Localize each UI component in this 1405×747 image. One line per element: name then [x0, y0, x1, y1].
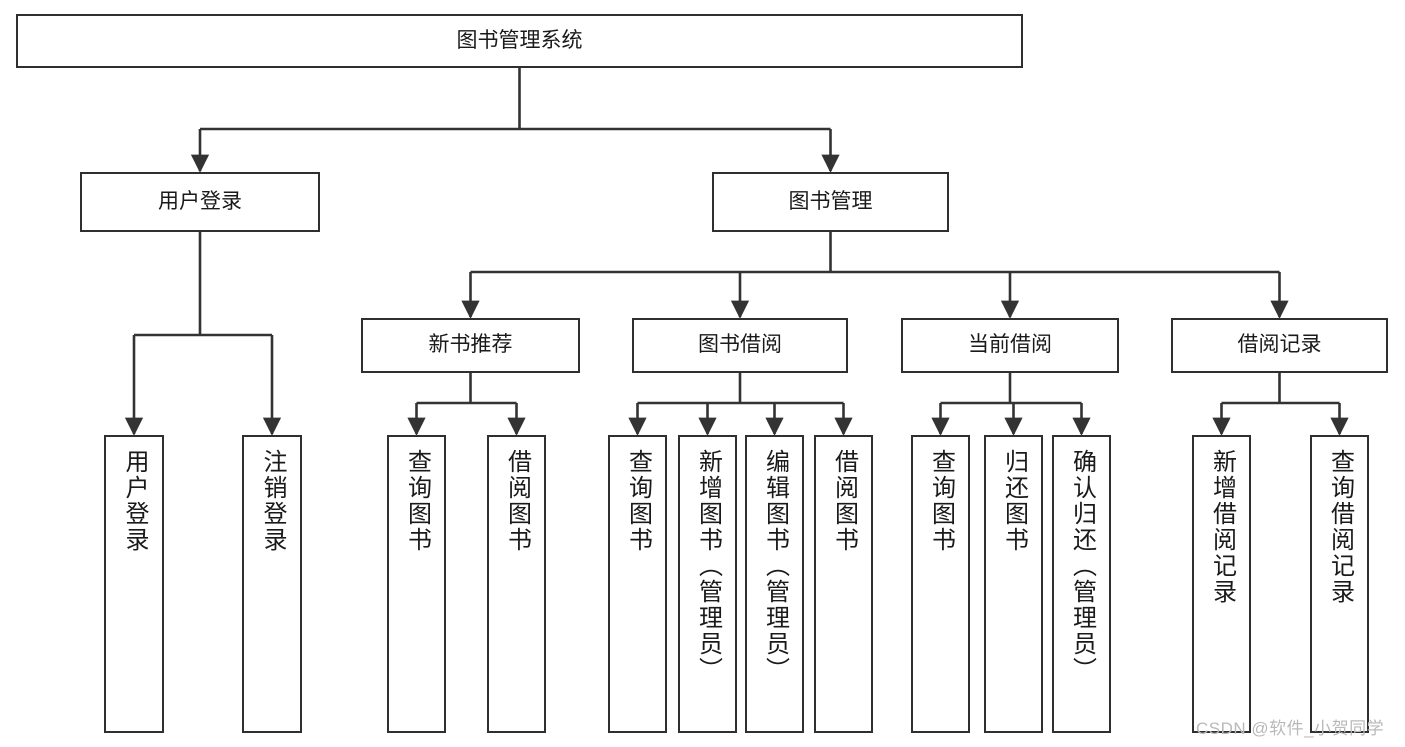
- node-label: 查询图书: [624, 449, 652, 553]
- node-label: 新增借阅记录: [1208, 449, 1236, 605]
- node-leaf-logout[interactable]: 注销登录: [242, 435, 302, 733]
- node-label: 借阅图书: [830, 449, 858, 553]
- node-leaf-borrow-book-2[interactable]: 借阅图书: [814, 435, 873, 733]
- node-label: 查询图书: [927, 449, 955, 553]
- node-label: 编辑图书（管理员）: [761, 449, 789, 683]
- node-leaf-user-login[interactable]: 用户登录: [104, 435, 164, 733]
- node-label: 查询图书: [403, 449, 431, 553]
- node-new-book-recommend[interactable]: 新书推荐: [361, 318, 580, 373]
- node-leaf-add-book[interactable]: 新增图书（管理员）: [678, 435, 737, 733]
- node-label: 新书推荐: [428, 333, 513, 357]
- node-label: 用户登录: [121, 449, 148, 553]
- node-label: 归还图书: [1000, 449, 1028, 553]
- node-leaf-query-book-3[interactable]: 查询图书: [911, 435, 970, 733]
- node-label: 借阅记录: [1237, 333, 1322, 357]
- node-label: 借阅图书: [503, 449, 531, 553]
- node-label: 查询借阅记录: [1326, 449, 1354, 605]
- node-user-login[interactable]: 用户登录: [80, 172, 320, 232]
- node-leaf-query-book-2[interactable]: 查询图书: [608, 435, 667, 733]
- node-book-borrow[interactable]: 图书借阅: [632, 318, 848, 373]
- node-label: 图书管理系统: [456, 28, 583, 52]
- node-leaf-return-book[interactable]: 归还图书: [984, 435, 1043, 733]
- node-leaf-query-book-1[interactable]: 查询图书: [387, 435, 446, 733]
- node-label: 图书借阅: [698, 333, 782, 357]
- node-leaf-edit-book[interactable]: 编辑图书（管理员）: [745, 435, 804, 733]
- node-leaf-confirm-return[interactable]: 确认归还（管理员）: [1052, 435, 1111, 733]
- node-label: 用户登录: [158, 189, 242, 213]
- node-label: 图书管理: [788, 189, 873, 213]
- node-label: 新增图书（管理员）: [694, 449, 722, 683]
- node-leaf-query-borrow-record[interactable]: 查询借阅记录: [1310, 435, 1369, 733]
- node-leaf-borrow-book-1[interactable]: 借阅图书: [487, 435, 546, 733]
- node-label: 确认归还（管理员）: [1068, 449, 1096, 683]
- node-label: 当前借阅: [968, 333, 1052, 357]
- node-label: 注销登录: [259, 449, 286, 553]
- node-current-borrow[interactable]: 当前借阅: [901, 318, 1119, 373]
- node-book-manage[interactable]: 图书管理: [712, 172, 949, 232]
- node-borrow-record[interactable]: 借阅记录: [1171, 318, 1388, 373]
- node-root[interactable]: 图书管理系统: [16, 14, 1023, 68]
- node-leaf-add-borrow-record[interactable]: 新增借阅记录: [1192, 435, 1251, 733]
- csdn-watermark: CSDN @软件_小贺同学: [1196, 719, 1385, 738]
